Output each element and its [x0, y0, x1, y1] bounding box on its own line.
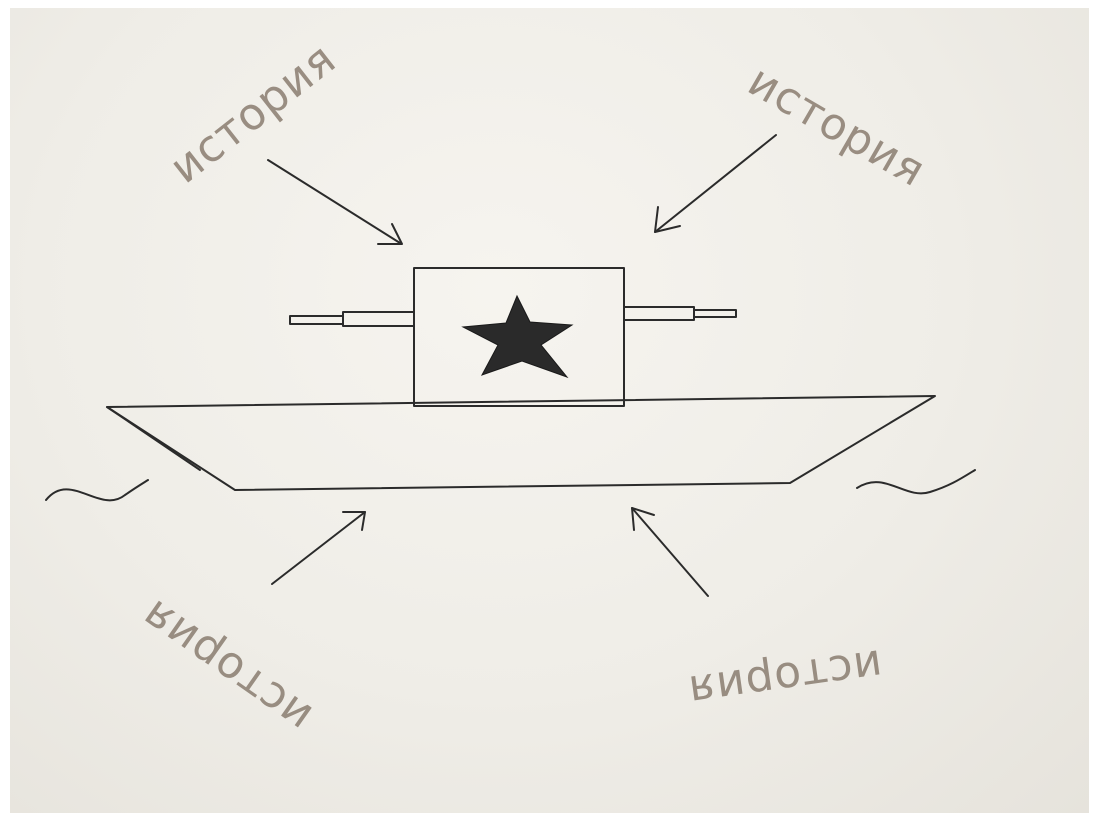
word-top-right: история: [740, 55, 935, 197]
wave-icon-left: [46, 480, 148, 500]
word-top-left: история: [160, 33, 345, 193]
word-bottom-right: история: [685, 639, 886, 717]
arrow-icon-bottom-right: [632, 508, 708, 596]
right-gun: [624, 307, 736, 320]
word-bottom-left: история: [132, 589, 321, 743]
ship-drawing: [107, 268, 935, 490]
ship-hull: [107, 396, 935, 490]
arrow-icon-top-left: [268, 160, 402, 244]
wave-icon-right: [857, 470, 975, 493]
left-gun: [290, 312, 414, 326]
star-icon: [463, 296, 572, 377]
arrow-icon-bottom-left: [272, 512, 365, 584]
arrow-icon-top-right: [655, 135, 776, 232]
